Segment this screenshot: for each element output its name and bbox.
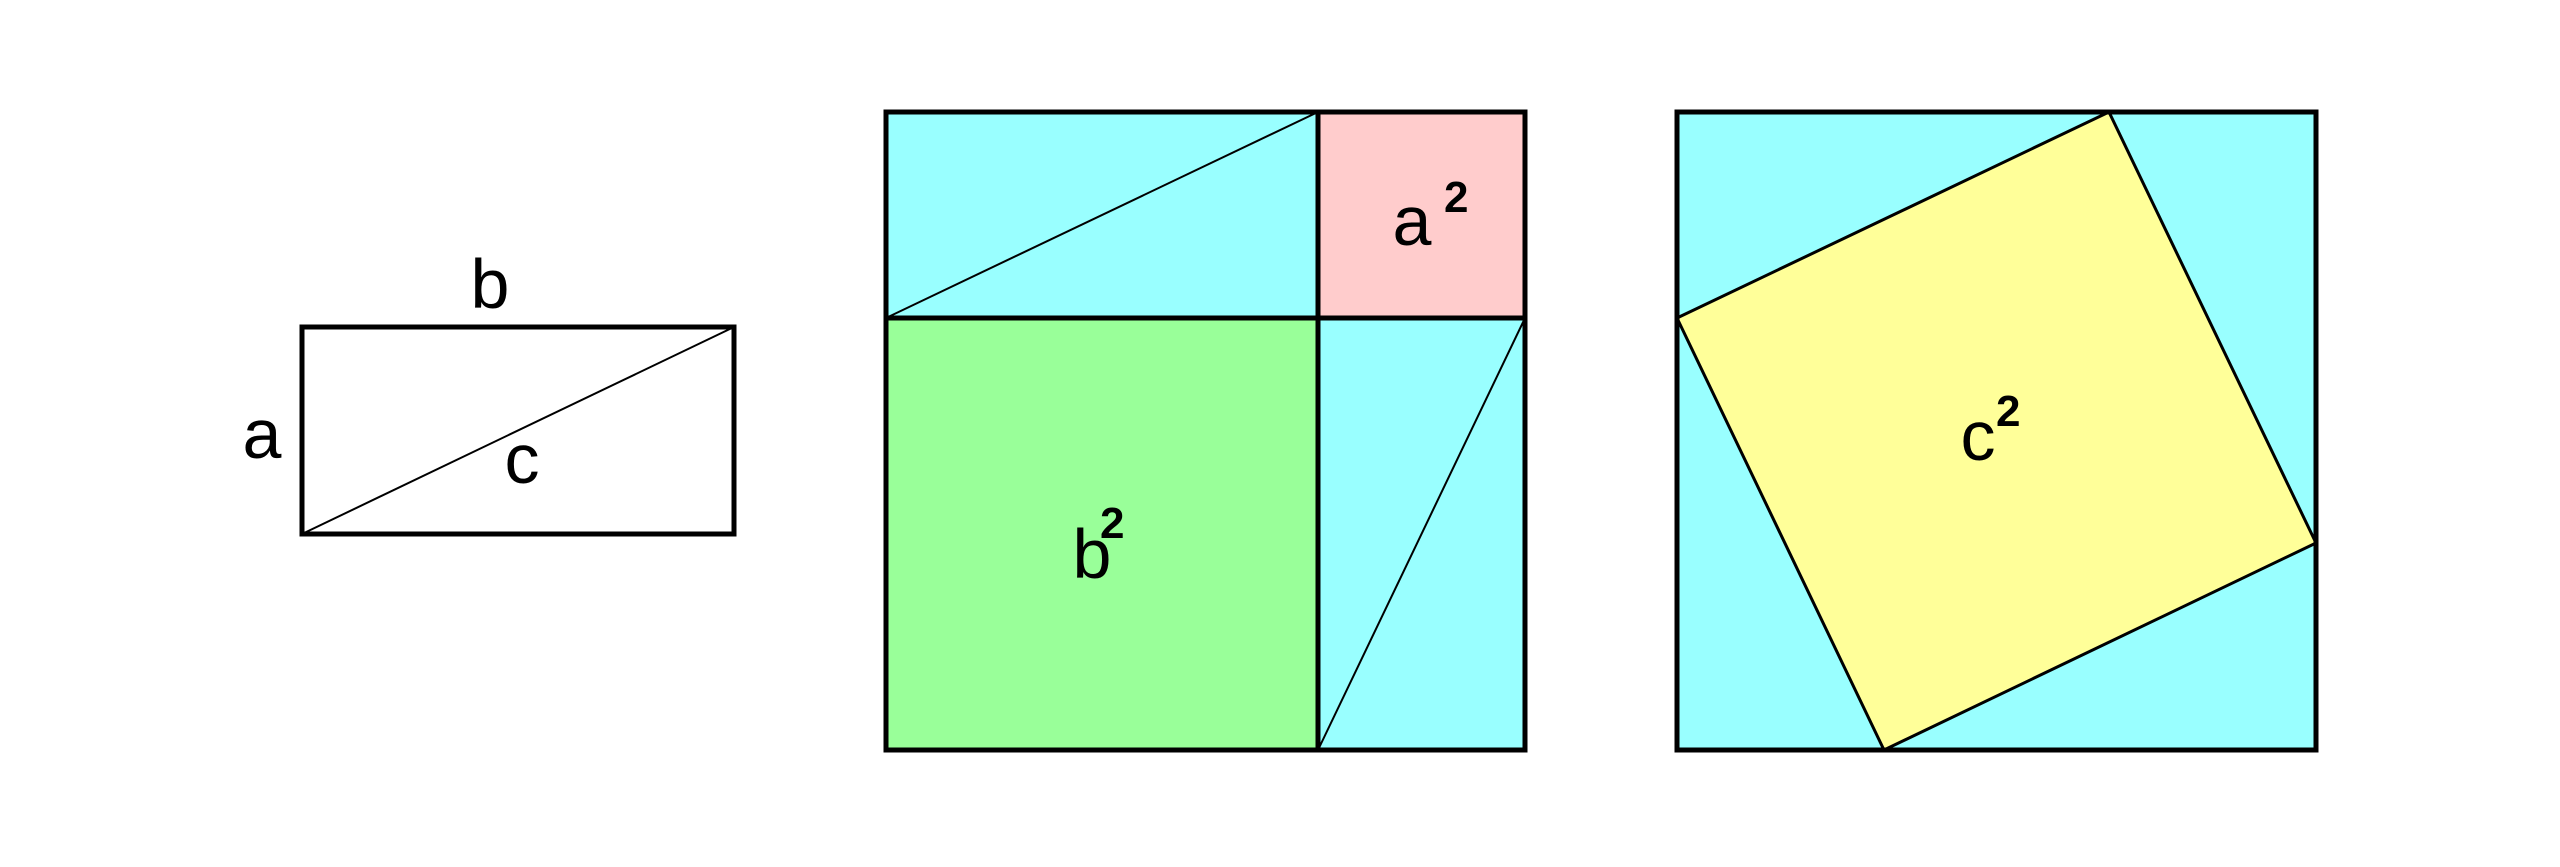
label-c-squared: c [1961, 397, 1996, 475]
label-a-squared: a [1393, 182, 1432, 260]
square-a-squared [1318, 112, 1525, 318]
label-b-squared: b [1073, 515, 1112, 593]
rectangle-diagonal [301, 326, 735, 535]
label-b: b [471, 245, 510, 323]
square-tilted-figure: c 2 [1674, 109, 2319, 753]
square-split-figure: a 2 b 2 [883, 109, 1528, 753]
label-a: a [243, 395, 282, 473]
diagonal-bottom [1317, 317, 1526, 751]
rectangle-figure: b a c [243, 245, 737, 537]
rectangle-outline [299, 324, 737, 537]
square-split-outline [883, 109, 1528, 753]
label-a-squared-exponent: 2 [1444, 173, 1468, 222]
diagonal-top [885, 111, 1319, 319]
label-b-squared-exponent: 2 [1100, 499, 1124, 548]
label-c: c [505, 420, 540, 498]
square-b-squared [886, 318, 1318, 750]
label-c-squared-exponent: 2 [1996, 387, 2020, 436]
square-tilted-outline [1674, 109, 2319, 753]
